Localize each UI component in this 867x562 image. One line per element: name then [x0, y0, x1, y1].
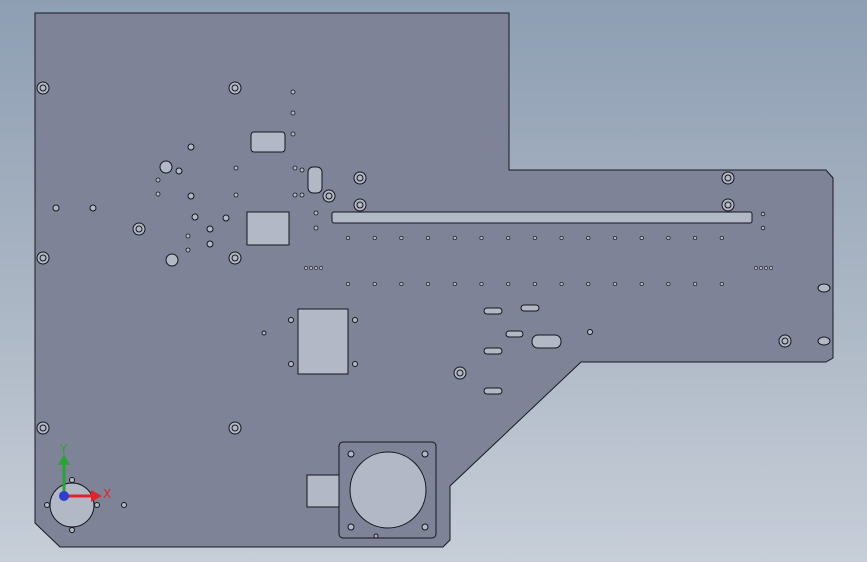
rect-cutout-large — [297, 308, 349, 375]
small-hole — [372, 235, 377, 241]
hole-row-lower — [345, 281, 724, 287]
fan-cutout — [349, 451, 427, 529]
small-hole — [345, 281, 351, 287]
small-hole — [639, 281, 644, 287]
small-hole — [426, 281, 431, 287]
y-arrow-icon — [58, 454, 70, 465]
oval-slots — [483, 283, 831, 395]
small-hole — [479, 235, 484, 241]
small-hole — [479, 281, 484, 287]
small-hole — [532, 281, 537, 287]
small-hole — [399, 235, 404, 241]
small-holes-cluster — [155, 89, 766, 253]
medium-holes — [44, 143, 593, 533]
rect-cutout-small — [250, 131, 286, 153]
round-cutout-bottom-left — [49, 482, 95, 528]
small-hole — [639, 235, 644, 241]
z-axis-icon — [59, 491, 69, 501]
small-hole — [719, 235, 724, 241]
long-slot-cutout — [331, 211, 753, 224]
small-hole — [559, 235, 564, 241]
small-hole — [559, 281, 564, 287]
small-hole — [452, 235, 457, 241]
x-axis-label: X — [103, 487, 111, 501]
small-hole — [693, 281, 698, 287]
coordinate-triad: Y X — [58, 442, 111, 502]
rect-cutout-tab — [306, 474, 341, 508]
small-hole — [506, 281, 511, 287]
tiny-hole-groups — [304, 266, 773, 270]
small-hole — [345, 235, 351, 241]
small-hole — [532, 235, 537, 241]
small-hole — [372, 281, 377, 287]
small-hole — [399, 281, 404, 287]
rect-cutout-square — [246, 211, 290, 246]
rect-cutout-vertical-slot — [307, 166, 323, 194]
small-hole — [666, 281, 671, 287]
small-hole — [666, 235, 671, 241]
small-hole — [719, 281, 724, 287]
small-hole — [612, 281, 618, 287]
hole-row-upper — [345, 235, 724, 241]
countersunk-holes — [36, 81, 792, 435]
y-axis-label: Y — [59, 442, 68, 456]
small-hole — [693, 235, 698, 241]
fan-mount-holes — [347, 450, 429, 539]
small-hole — [506, 235, 511, 241]
small-hole — [586, 281, 591, 287]
small-hole — [426, 235, 431, 241]
small-hole — [452, 281, 457, 287]
x-arrow-icon — [91, 490, 102, 502]
small-hole — [586, 235, 591, 241]
small-hole — [612, 235, 618, 241]
sheet-metal-part[interactable] — [34, 12, 834, 548]
